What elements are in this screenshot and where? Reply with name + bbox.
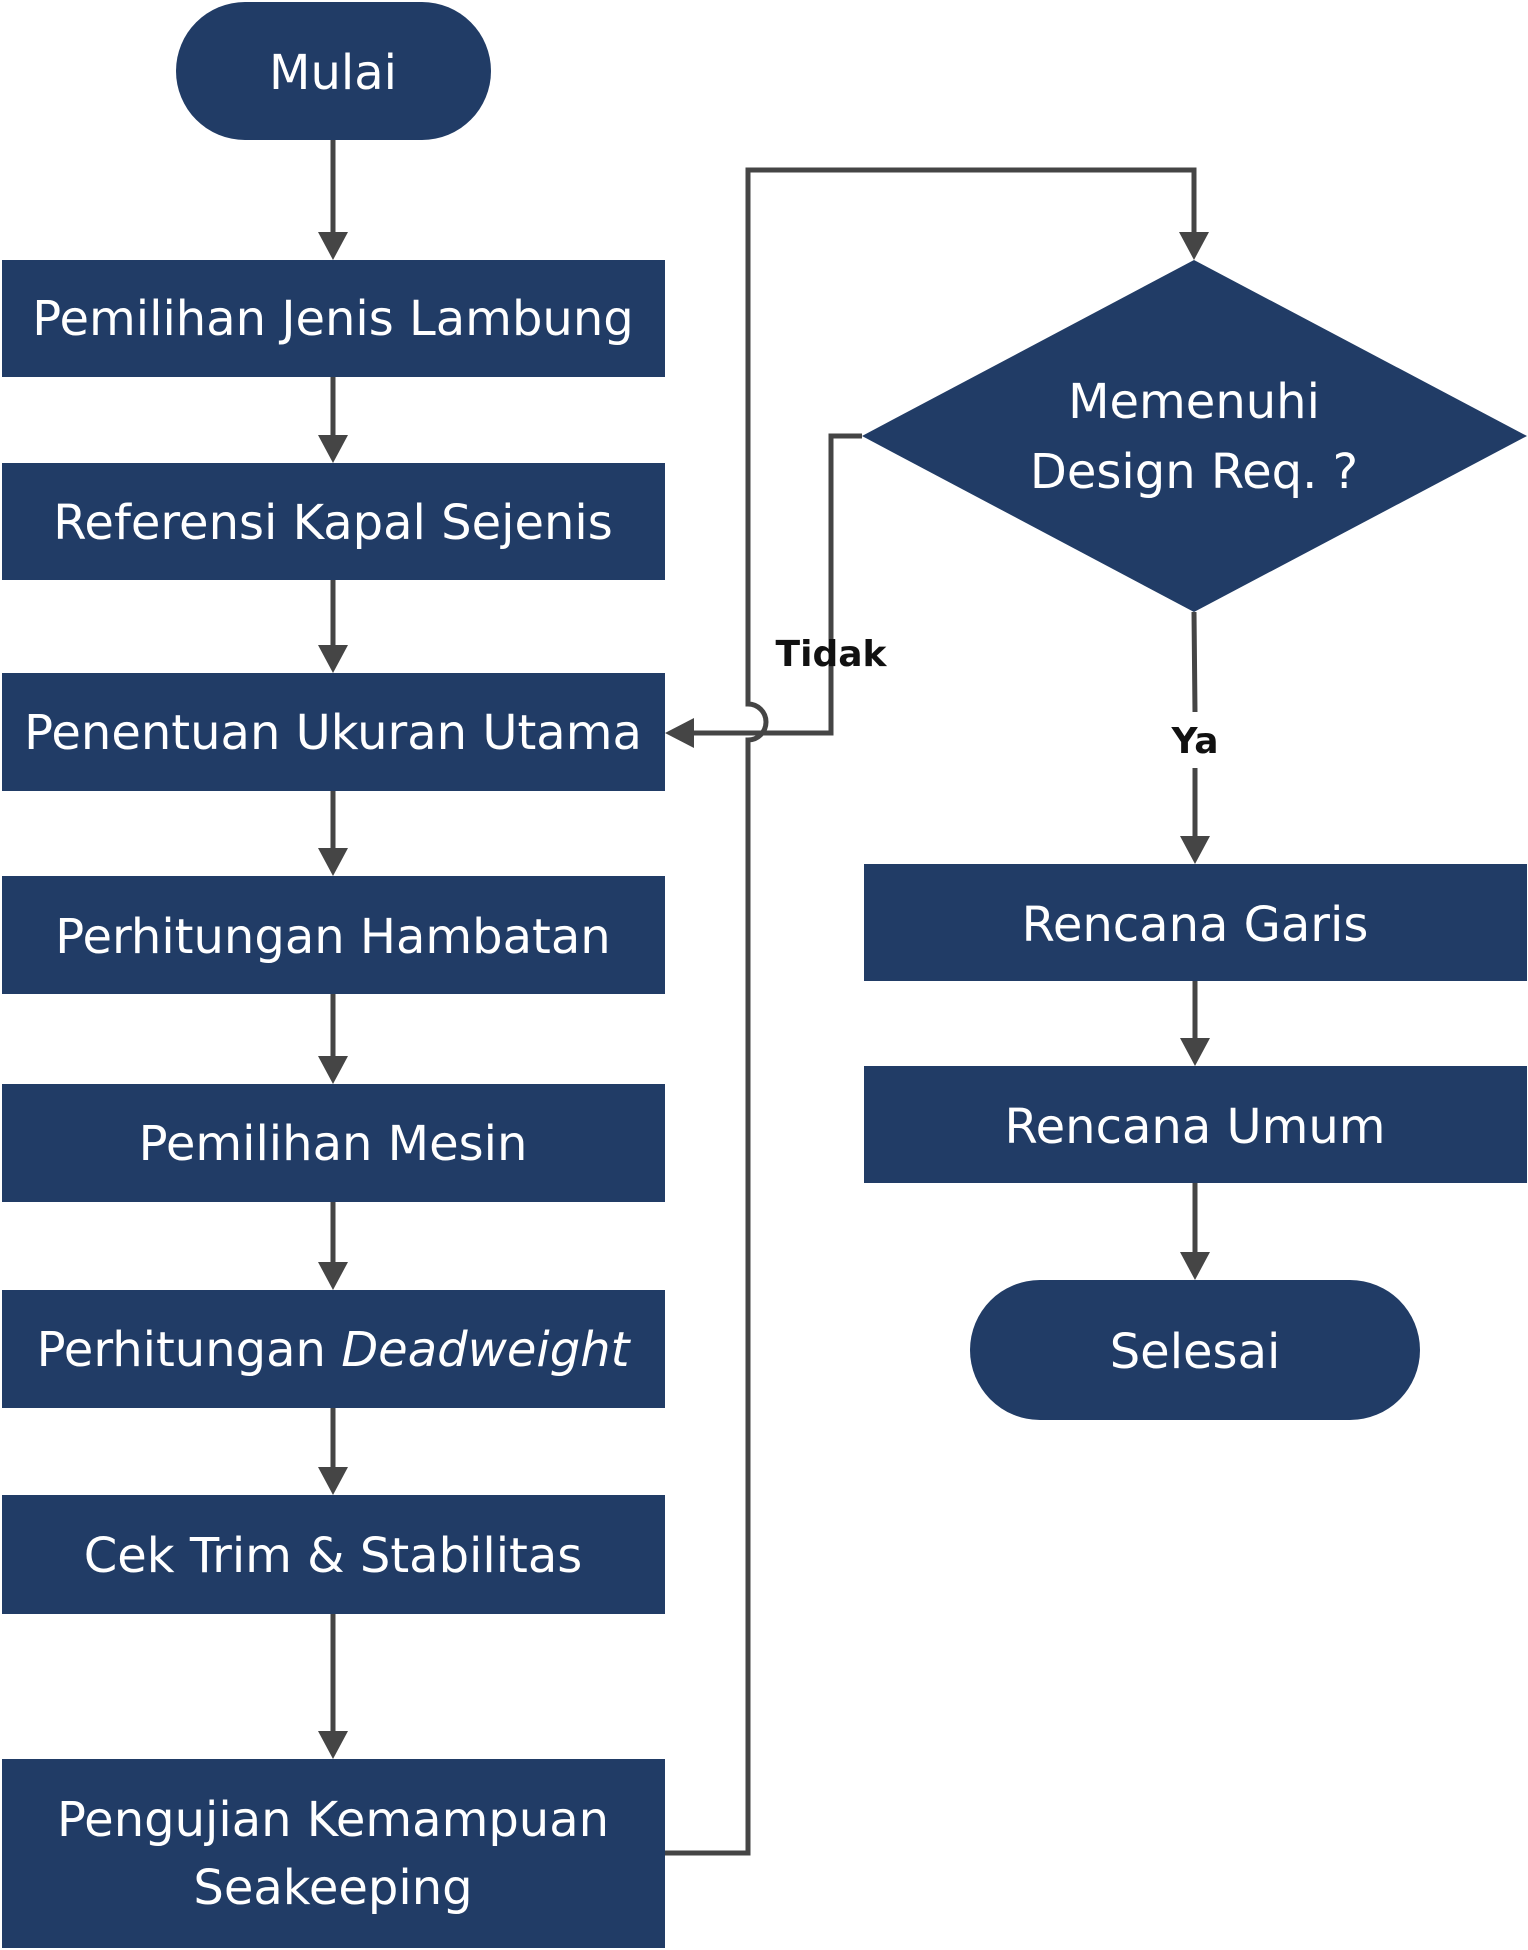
arrowhead	[318, 848, 348, 876]
node-resistance-calc-label: Perhitungan Hambatan	[55, 909, 610, 965]
node-start[interactable]: Mulai	[176, 2, 491, 140]
arrowhead	[1179, 232, 1209, 260]
node-deadweight-calc-label: Perhitungan Deadweight	[37, 1322, 632, 1378]
node-end-label: Selesai	[1110, 1324, 1281, 1380]
node-main-dimensions-label: Penentuan Ukuran Utama	[24, 705, 642, 761]
arrowhead	[318, 1262, 348, 1290]
node-hull-selection[interactable]: Pemilihan Jenis Lambung	[2, 260, 665, 377]
arrowhead	[1180, 1038, 1210, 1066]
arrowhead	[318, 1467, 348, 1495]
node-hull-selection-label: Pemilihan Jenis Lambung	[32, 291, 633, 347]
node-resistance-calc[interactable]: Perhitungan Hambatan	[2, 876, 665, 994]
arrowhead	[318, 232, 348, 260]
arrowhead	[318, 1056, 348, 1084]
arrowhead	[318, 645, 348, 673]
node-deadweight-calc-prefix: Perhitungan	[37, 1322, 342, 1378]
arrow-decision-yes-to-lines	[1191, 611, 1198, 840]
node-seakeeping-test-line2: Seakeeping	[193, 1860, 472, 1916]
node-engine-selection[interactable]: Pemilihan Mesin	[2, 1084, 665, 1202]
node-engine-selection-label: Pemilihan Mesin	[139, 1116, 528, 1172]
node-trim-stability[interactable]: Cek Trim & Stabilitas	[2, 1495, 665, 1614]
arrowhead	[665, 718, 694, 748]
node-trim-stability-label: Cek Trim & Stabilitas	[84, 1528, 583, 1584]
node-seakeeping-test[interactable]: Pengujian Kemampuan Seakeeping	[2, 1759, 665, 1948]
node-start-label: Mulai	[269, 45, 397, 101]
arrowhead	[318, 435, 348, 463]
connectors	[318, 140, 1210, 1856]
node-lines-plan[interactable]: Rencana Garis	[864, 864, 1527, 981]
node-decision-line2: Design Req. ?	[1030, 444, 1358, 500]
arrowhead	[1180, 1252, 1210, 1280]
node-decision-line1: Memenuhi	[1068, 374, 1320, 430]
node-reference-ships[interactable]: Referensi Kapal Sejenis	[2, 463, 665, 580]
node-main-dimensions[interactable]: Penentuan Ukuran Utama	[2, 673, 665, 791]
node-general-arrangement[interactable]: Rencana Umum	[864, 1066, 1527, 1183]
node-end[interactable]: Selesai	[970, 1280, 1420, 1420]
node-lines-plan-label: Rencana Garis	[1022, 897, 1369, 953]
node-reference-ships-label: Referensi Kapal Sejenis	[53, 495, 613, 551]
edge-label-no: Tidak	[776, 634, 888, 675]
arrowhead	[1180, 836, 1210, 864]
arrow-seakeeping-to-decision	[665, 167, 1197, 1856]
node-decision[interactable]: Memenuhi Design Req. ?	[862, 260, 1527, 612]
arrow-decision-no-to-dimensions	[690, 433, 862, 736]
node-deadweight-calc-emphasis: Deadweight	[341, 1322, 631, 1378]
node-general-arrangement-label: Rencana Umum	[1004, 1099, 1385, 1155]
edge-label-yes: Ya	[1170, 721, 1218, 762]
node-deadweight-calc[interactable]: Perhitungan Deadweight	[2, 1290, 665, 1408]
node-seakeeping-test-line1: Pengujian Kemampuan	[57, 1792, 609, 1848]
arrowhead	[318, 1731, 348, 1759]
